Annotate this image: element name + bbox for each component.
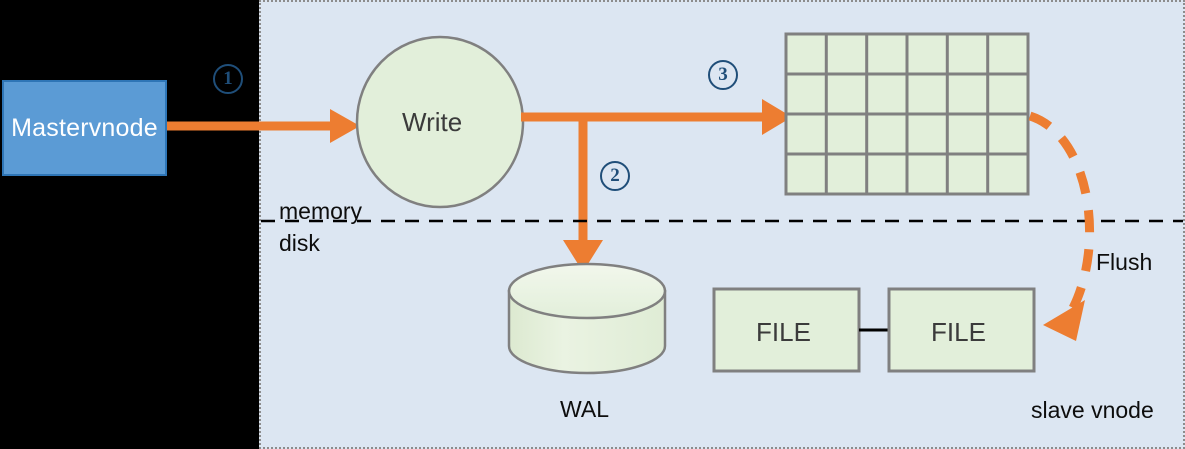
- step-number-2: 2: [600, 161, 630, 191]
- master-vnode-line1: Master: [11, 113, 89, 142]
- step-number-3: 3: [708, 60, 738, 90]
- write-process-node[interactable]: [355, 35, 525, 209]
- master-vnode-line2: vnode: [88, 113, 158, 142]
- disk-layer-label: disk: [279, 230, 320, 256]
- file-label-1: FILE: [756, 317, 811, 347]
- wal-cylinder[interactable]: [507, 262, 667, 375]
- arrow-step-3: [521, 99, 792, 135]
- arrow-step-1: [167, 109, 360, 143]
- file-box-2[interactable]: [887, 287, 1036, 373]
- file-box-1[interactable]: [712, 287, 861, 373]
- file-label-2: FILE: [931, 317, 986, 347]
- flush-label: Flush: [1096, 249, 1153, 275]
- flush-arrow: [1028, 111, 1094, 341]
- memory-table-grid[interactable]: [784, 32, 1030, 196]
- master-vnode-box[interactable]: Master vnode: [2, 80, 167, 176]
- wal-label: WAL: [560, 396, 609, 422]
- step-number-1: 1: [213, 64, 243, 94]
- arrow-step-2: [563, 117, 603, 272]
- write-label: Write: [402, 107, 463, 137]
- memory-layer-label: memory: [279, 198, 363, 224]
- slave-vnode-label: slave vnode: [1031, 397, 1154, 423]
